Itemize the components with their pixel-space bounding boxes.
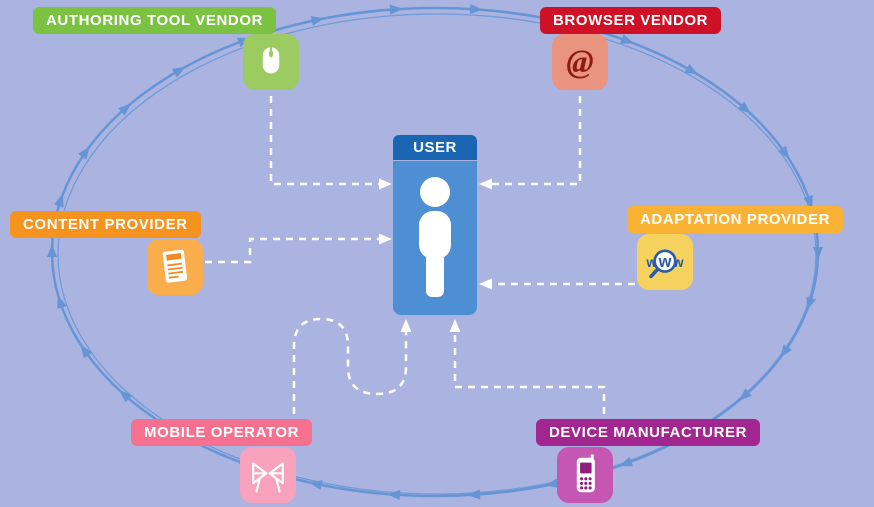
node-label-browser-vendor: BROWSER VENDOR (540, 7, 722, 34)
antenna-icon (240, 447, 296, 503)
flow-arrowhead (119, 390, 133, 403)
person-icon (419, 177, 451, 297)
connector-content-to-user (205, 237, 379, 264)
flow-arrowhead (386, 490, 401, 500)
flow-arrowhead (469, 4, 484, 14)
flow-arrowhead (467, 489, 481, 500)
node-label-adaptation-provider: ADAPTATION PROVIDER (627, 206, 844, 233)
flow-arrowhead (803, 194, 813, 209)
flow-arrowhead (308, 480, 323, 490)
flow-arrowhead (806, 296, 816, 311)
arrowhead-into-user-bottom-right (449, 319, 461, 332)
user-figure-box (393, 161, 477, 315)
node-label-authoring-tool-vendor: AUTHORING TOOL VENDOR (33, 7, 277, 34)
connector-mobile-to-user (292, 317, 408, 414)
flow-arrowhead (80, 344, 93, 359)
flow-arrowhead (780, 344, 792, 358)
svg-text:w: w (658, 253, 672, 271)
flow-arrowhead (78, 146, 90, 160)
connector-browser-to-user (492, 96, 582, 186)
arrowhead-into-user-left-mid (379, 233, 392, 245)
flow-arrowhead (618, 456, 633, 467)
user-label: USER (393, 135, 477, 160)
flow-arrowhead (310, 16, 325, 26)
flow-arrowhead (54, 193, 64, 208)
phone-icon (557, 447, 613, 503)
flow-arrowhead (389, 4, 403, 15)
flow-arrowhead (737, 101, 751, 114)
arrowhead-into-user-right-mid (479, 278, 492, 290)
at-icon: @ (552, 34, 608, 90)
flow-arrowhead (684, 63, 699, 75)
node-label-content-provider: CONTENT PROVIDER (10, 211, 201, 238)
flow-arrowhead (118, 103, 132, 116)
flow-arrowhead (777, 145, 790, 160)
arrowhead-into-user-left-top (379, 178, 392, 190)
arrowhead-into-user-bottom-left (400, 319, 412, 332)
mouse-icon (243, 34, 299, 90)
www-magnifier-icon: w w w (637, 234, 693, 290)
flow-ring-arrowheads (47, 4, 823, 500)
connector-arrowheads (379, 178, 492, 332)
svg-text:@: @ (566, 44, 593, 80)
connector-authoring-tool-to-user (269, 96, 379, 186)
connector-device-to-user (453, 332, 606, 414)
flow-arrowhead (545, 478, 560, 488)
flow-arrowhead (620, 34, 635, 44)
flow-arrowhead (813, 247, 823, 260)
flow-arrowhead (171, 66, 186, 78)
flow-arrowhead (57, 295, 67, 310)
node-label-mobile-operator: MOBILE OPERATOR (131, 419, 313, 446)
flow-arrowhead (738, 388, 752, 401)
arrowhead-into-user-right-top (479, 178, 492, 190)
node-label-device-manufacturer: DEVICE MANUFACTURER (536, 419, 761, 446)
flow-arrowhead (47, 244, 57, 257)
document-icon (147, 239, 203, 295)
